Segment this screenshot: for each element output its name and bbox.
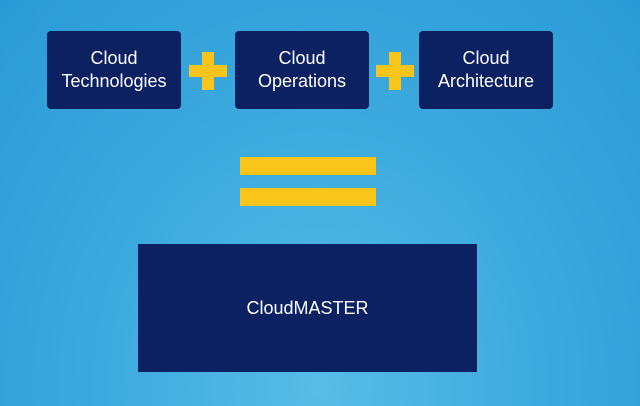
cloud-architecture-box: Cloud Architecture (419, 31, 553, 109)
cloud-operations-label: Cloud Operations (257, 48, 347, 91)
cloud-operations-box: Cloud Operations (235, 31, 369, 109)
plus-icon (376, 52, 414, 90)
cloud-technologies-box: Cloud Technologies (47, 31, 181, 109)
cloud-architecture-label: Cloud Architecture (437, 48, 535, 91)
cloud-technologies-label: Cloud Technologies (61, 48, 167, 91)
equals-bar-bottom (240, 188, 376, 206)
equals-icon (240, 157, 376, 207)
cloudmaster-label: CloudMASTER (246, 297, 369, 318)
cloudmaster-box: CloudMASTER (138, 244, 477, 372)
plus-icon (189, 52, 227, 90)
equals-bar-top (240, 157, 376, 175)
